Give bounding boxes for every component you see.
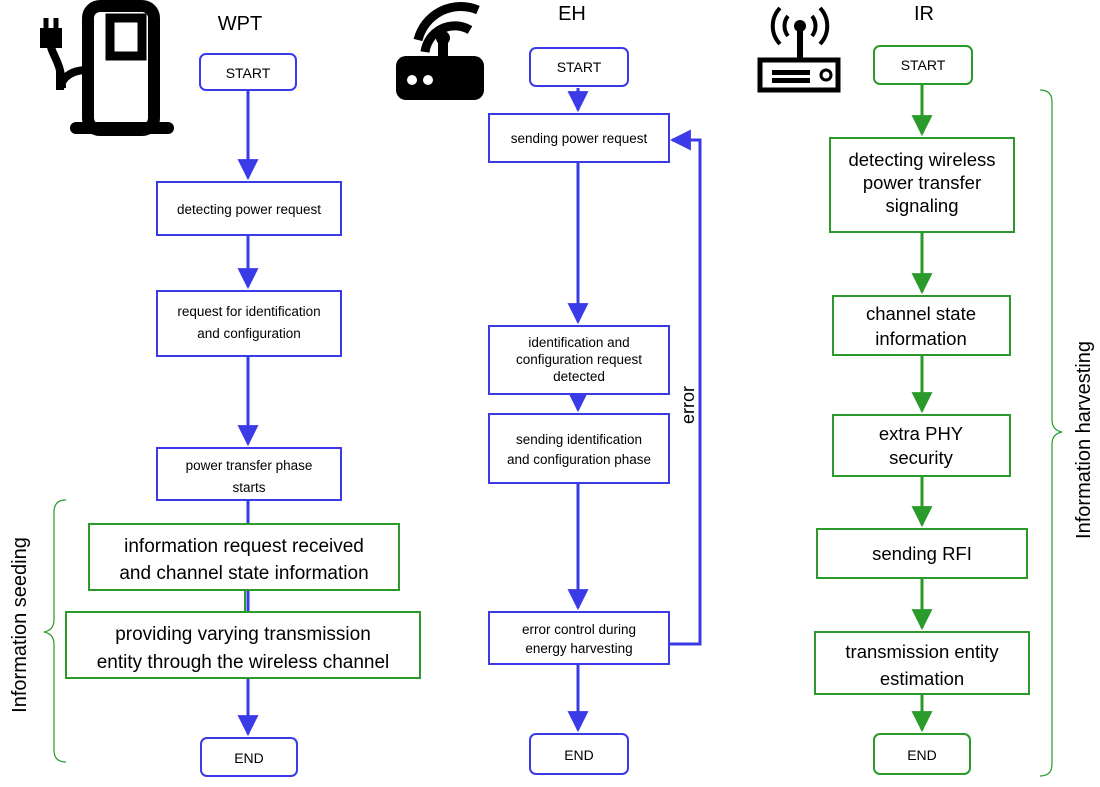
wpt-title: WPT (218, 13, 262, 35)
ir-step-4: sending RFI (816, 528, 1028, 579)
svg-text:START: START (557, 59, 602, 75)
svg-text:END: END (234, 750, 264, 766)
svg-text:START: START (226, 65, 271, 81)
wpt-step-1: detecting power request (156, 181, 342, 236)
router-icon (396, 1, 484, 100)
eh-title: EH (558, 3, 586, 25)
seeding-label: Information seeding (9, 537, 31, 713)
harvesting-label: Information harvesting (1073, 341, 1095, 539)
harvesting-brace (1039, 89, 1063, 777)
seeding-brace (43, 499, 67, 763)
svg-text:detecting power request: detecting power request (177, 202, 321, 217)
svg-text:END: END (907, 747, 937, 763)
ir-title: IR (914, 3, 934, 25)
svg-text:START: START (901, 57, 946, 73)
ir-end: END (873, 733, 971, 775)
svg-text:END: END (564, 747, 594, 763)
svg-text:sending RFI: sending RFI (872, 543, 972, 564)
wpt-flow: START detecting power request request fo… (65, 53, 421, 777)
antenna-receiver-icon (757, 6, 841, 93)
ir-start: START (873, 45, 973, 85)
wpt-end: END (200, 737, 298, 777)
eh-start: START (529, 47, 629, 87)
eh-flow: error START sending power request identi… (488, 47, 702, 775)
eh-step-1: sending power request (488, 113, 670, 163)
eh-error-label: error (678, 386, 698, 424)
eh-error-loop (668, 129, 702, 646)
ev-charger-icon (40, 0, 174, 136)
wpt-start: START (199, 53, 297, 91)
svg-text:sending power request: sending power request (511, 131, 648, 146)
eh-end: END (529, 733, 629, 775)
